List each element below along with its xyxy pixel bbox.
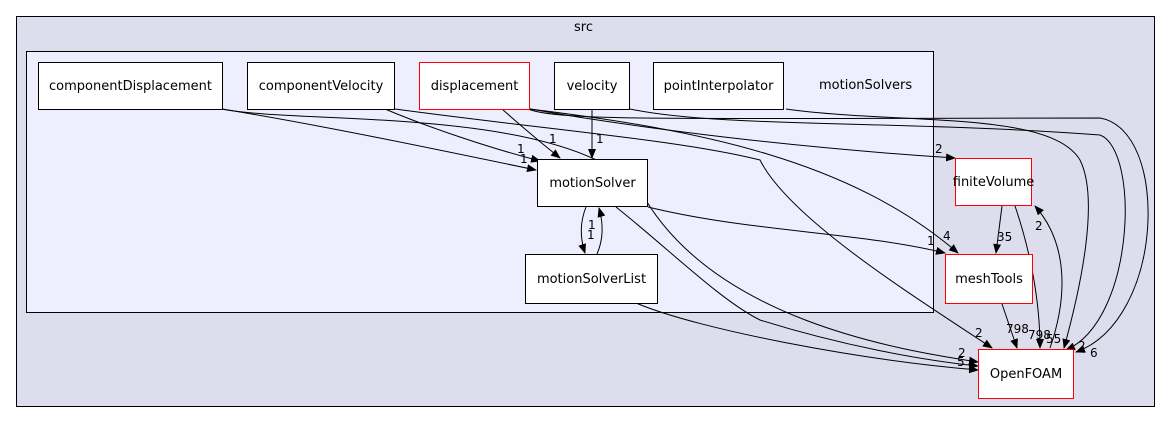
- label-disp-fv: 2: [935, 142, 943, 156]
- node-motionSolverList[interactable]: motionSolverList: [525, 254, 658, 304]
- edge-OpenFOAM-finiteVolume: [1034, 205, 1063, 349]
- label-mt-of: 798: [1028, 328, 1051, 342]
- label-of-fv: 2: [1035, 219, 1043, 233]
- edge-pointInterpolator-OpenFOAM: [785, 108, 1089, 349]
- label-pi-of: 55: [1046, 332, 1061, 346]
- label-disp-mt: 4: [943, 229, 951, 243]
- edge-displacement-OpenFOAM: [527, 108, 1149, 353]
- cluster-motionSolvers-label: motionSolvers: [819, 78, 913, 93]
- edge-motionSolverList-motionSolver: [596, 207, 606, 255]
- node-displacement[interactable]: displacement: [419, 62, 530, 110]
- label-ms-msl: 1: [587, 228, 595, 242]
- edge-meshTools-OpenFOAM: [1001, 303, 1018, 349]
- label-disp-ms: 1: [549, 132, 557, 146]
- edge-finiteVolume-meshTools: [993, 205, 1003, 254]
- node-pointInterpolator[interactable]: pointInterpolator: [653, 62, 784, 110]
- label-vel-ms: 1: [596, 132, 604, 146]
- edge-finiteVolume-OpenFOAM: [1014, 205, 1044, 349]
- label-cd-ms: 1: [517, 142, 525, 156]
- cluster-src-label: src: [574, 20, 593, 35]
- edge-displacement-finiteVolume: [529, 108, 956, 162]
- edge-motionSolver-motionSolverList: [578, 206, 587, 254]
- edge-motionSolver-OpenFOAM: [615, 206, 979, 370]
- label-ms-mt: 1: [927, 234, 935, 248]
- edge-componentDisplacement-OpenFOAM: [221, 108, 979, 365]
- node-componentDisplacement[interactable]: componentDisplacement: [38, 62, 223, 110]
- label-disp-of: 6: [1090, 346, 1098, 360]
- edge-componentVelocity-OpenFOAM: [394, 108, 993, 349]
- label-msl-ms: 1: [588, 218, 596, 232]
- edge-motionSolverList-OpenFOAM: [635, 302, 979, 374]
- edge-componentDisplacement-motionSolver: [221, 108, 537, 173]
- label-cv-ms: 1: [520, 152, 528, 166]
- edge-velocity-OpenFOAM: [629, 108, 1126, 351]
- edge-componentVelocity-motionSolver: [384, 108, 541, 163]
- label-cv-of: 2: [975, 326, 983, 340]
- node-velocity[interactable]: velocity: [554, 62, 630, 110]
- edge-displacement-meshTools: [529, 108, 959, 254]
- node-motionSolver[interactable]: motionSolver: [537, 159, 648, 207]
- node-finiteVolume[interactable]: finiteVolume: [953, 158, 1034, 206]
- edge-motionSolver-meshTools: [647, 206, 946, 255]
- label-fv-mt: 35: [997, 230, 1012, 244]
- node-componentVelocity[interactable]: componentVelocity: [247, 62, 395, 110]
- node-meshTools[interactable]: meshTools: [945, 254, 1033, 304]
- edge-displacement-motionSolver: [501, 108, 561, 159]
- label-fv-of: 798: [1006, 322, 1029, 336]
- node-OpenFOAM[interactable]: OpenFOAM: [978, 349, 1074, 399]
- label-vel-of: 2: [1078, 339, 1086, 353]
- label-msl-of: 5: [957, 355, 965, 369]
- label-ms-of: 2: [958, 346, 966, 360]
